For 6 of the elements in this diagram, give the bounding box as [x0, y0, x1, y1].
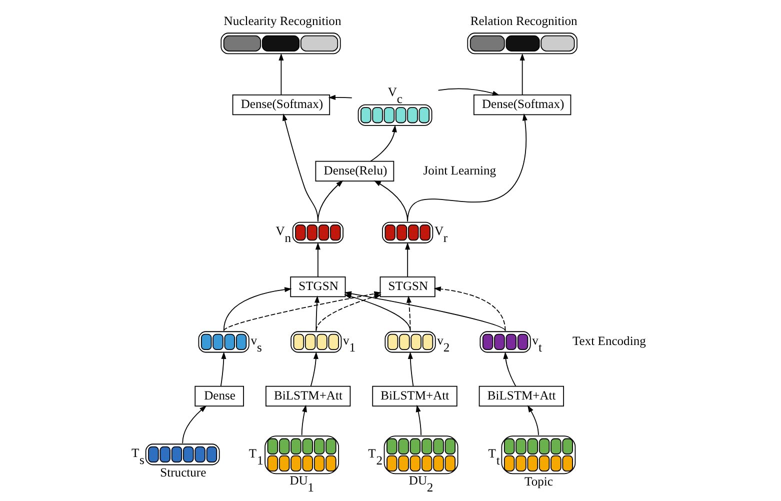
label: Text Encoding: [572, 334, 646, 348]
node-label: Topic: [524, 474, 552, 489]
label: Joint Learning: [422, 163, 496, 178]
node-label: Structure: [160, 466, 206, 480]
node-label: Nuclearity Recognition: [223, 14, 341, 28]
node-label: Relation Recognition: [470, 14, 577, 28]
